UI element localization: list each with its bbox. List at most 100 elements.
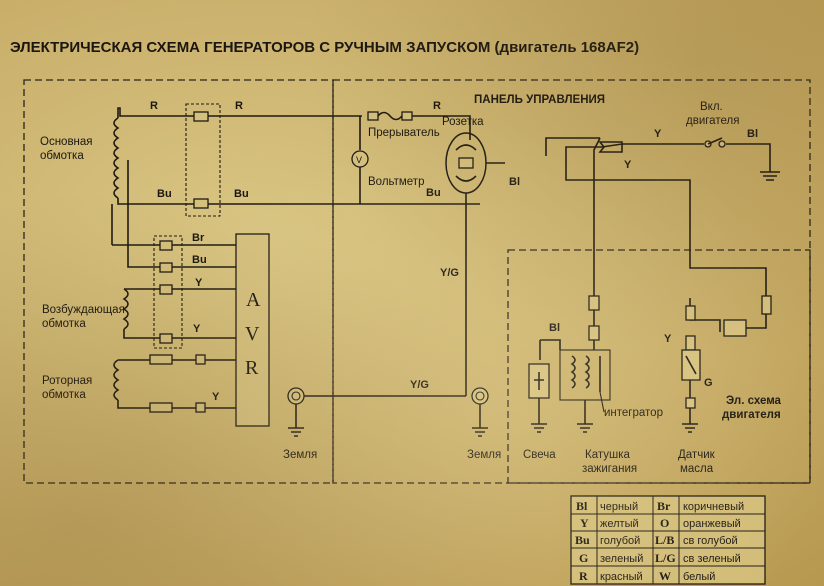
- rotor-winding-label-1: Роторная: [42, 375, 92, 387]
- rotor-brush-top: [149, 354, 173, 365]
- wire-label-bl2: Bl: [747, 128, 758, 140]
- wire-label-bu3: Bu: [426, 187, 441, 199]
- integrator-pointer: [599, 391, 605, 413]
- main-winding-coil: [113, 117, 120, 199]
- legend-color: черный: [600, 501, 638, 513]
- oil-connector-top: [685, 305, 696, 321]
- wire-label-br: Br: [192, 232, 205, 244]
- rotor-conn-top: [195, 354, 206, 365]
- main-to-avr-wires: [111, 160, 160, 268]
- engine-module: [723, 319, 747, 337]
- conn-bu: [159, 262, 173, 273]
- spark-plug-symbol: [534, 372, 544, 390]
- wire-label-yg1: Y/G: [440, 267, 459, 279]
- excitation-winding-label-2: обмотка: [42, 318, 86, 330]
- engine-connector-right: [761, 295, 772, 315]
- oil-sensor-symbol: [685, 355, 697, 375]
- legend-color: зеленый: [600, 553, 643, 565]
- connector-bottom: [193, 198, 209, 209]
- avr-letter-a: A: [246, 289, 261, 311]
- legend-color: красный: [600, 571, 643, 583]
- avr-letter-v: V: [245, 323, 260, 345]
- spark-ground: [531, 398, 547, 433]
- wire-label-y1: Y: [195, 277, 203, 289]
- wire-y-ignition: [545, 137, 767, 296]
- legend-code: Bl: [576, 499, 588, 513]
- legend-color: белый: [683, 571, 715, 583]
- breaker-element: [377, 111, 403, 121]
- switch-lever: [707, 137, 723, 145]
- color-legend: [570, 495, 766, 585]
- wire-label-y5: Y: [624, 159, 632, 171]
- ignition-coil-windings: [570, 355, 601, 392]
- legend-color: св голубой: [683, 535, 738, 547]
- wire-label-y6: Y: [664, 333, 672, 345]
- conn-y2: [159, 333, 173, 344]
- ignition-coil-box: [559, 349, 611, 401]
- rotor-brush-bottom: [149, 402, 173, 413]
- wire-label-r2: R: [235, 100, 243, 112]
- legend-code: Br: [657, 499, 671, 513]
- wire-label-r1: R: [150, 100, 158, 112]
- rotor-wires: [117, 359, 150, 409]
- ignition-coil-label-1: Катушка: [585, 449, 630, 461]
- connector-top: [193, 111, 209, 122]
- avr-letter-r: R: [245, 357, 259, 379]
- socket-center: [458, 157, 474, 169]
- excitation-winding-label-1: Возбуждающая: [42, 304, 125, 316]
- ground-label-2: Земля: [467, 449, 501, 461]
- ground-symbol-1: [288, 404, 304, 437]
- diagram-title: ЭЛЕКТРИЧЕСКАЯ СХЕМА ГЕНЕРАТОРОВ С РУЧНЫМ…: [10, 39, 639, 56]
- wire-bu-main: [117, 198, 196, 205]
- wire-label-bl3: Bl: [549, 322, 560, 334]
- legend-code: W: [659, 569, 671, 583]
- legend-row: R красный W белый: [579, 569, 715, 583]
- legend-code: L/B: [655, 533, 674, 547]
- wire-y-coil: [593, 137, 601, 296]
- switch-contact-right: [718, 140, 726, 148]
- engine-switch-label-2: двигателя: [686, 115, 739, 127]
- breaker-contact-right: [401, 111, 413, 121]
- legend-color: коричневый: [683, 501, 744, 513]
- breaker-label: Прерыватель: [368, 127, 440, 139]
- legend-color: желтый: [600, 518, 639, 530]
- breaker-contact-left: [367, 111, 379, 121]
- conn-br: [159, 240, 173, 251]
- legend-code: Bu: [575, 533, 590, 547]
- avr-input-wires: [172, 244, 236, 339]
- legend-row: Bl черный Br коричневый: [576, 499, 744, 513]
- wire-label-bu4: Bu: [192, 254, 207, 266]
- wire-label-g1: G: [704, 377, 713, 389]
- wire-label-yg2: Y/G: [410, 379, 429, 391]
- oil-connector-bottom: [685, 397, 696, 409]
- legend-row: Bu голубой L/B св голубой: [575, 533, 738, 547]
- switch-wires: [700, 143, 771, 172]
- main-winding-label-2: обмотка: [40, 150, 84, 162]
- generator-section-frame: [23, 79, 334, 484]
- engine-scheme-label-2: двигателя: [722, 409, 781, 421]
- main-winding-label-1: Основная: [40, 136, 93, 148]
- ground-label-1: Земля: [283, 449, 317, 461]
- wire-label-bu2: Bu: [234, 188, 249, 200]
- legend-row: G зеленый L/G св зеленый: [579, 551, 741, 565]
- y-connector: [598, 141, 623, 153]
- voltmeter-letter: V: [356, 155, 362, 165]
- wire-r-to-socket: [412, 115, 471, 140]
- integrator-label: интегратор: [604, 407, 663, 419]
- socket-contacts: [455, 144, 477, 182]
- spark-plug-label: Свеча: [523, 449, 556, 461]
- rotor-winding-label-2: обмотка: [42, 389, 86, 401]
- engine-scheme-label-1: Эл. схема: [726, 395, 782, 407]
- spark-wire: [539, 339, 561, 360]
- legend-row: Y желтый O оранжевый: [580, 516, 741, 530]
- ground-terminal-1-inner: [291, 391, 301, 401]
- wire-r-top: [117, 107, 196, 118]
- socket-label: Розетка: [442, 116, 484, 128]
- coil-connector-mid: [588, 325, 600, 341]
- ignition-coil-label-2: зажигания: [582, 463, 637, 475]
- excitation-wires: [123, 288, 160, 339]
- oil-sensor-label-2: масла: [680, 463, 714, 475]
- legend-code: R: [579, 569, 588, 583]
